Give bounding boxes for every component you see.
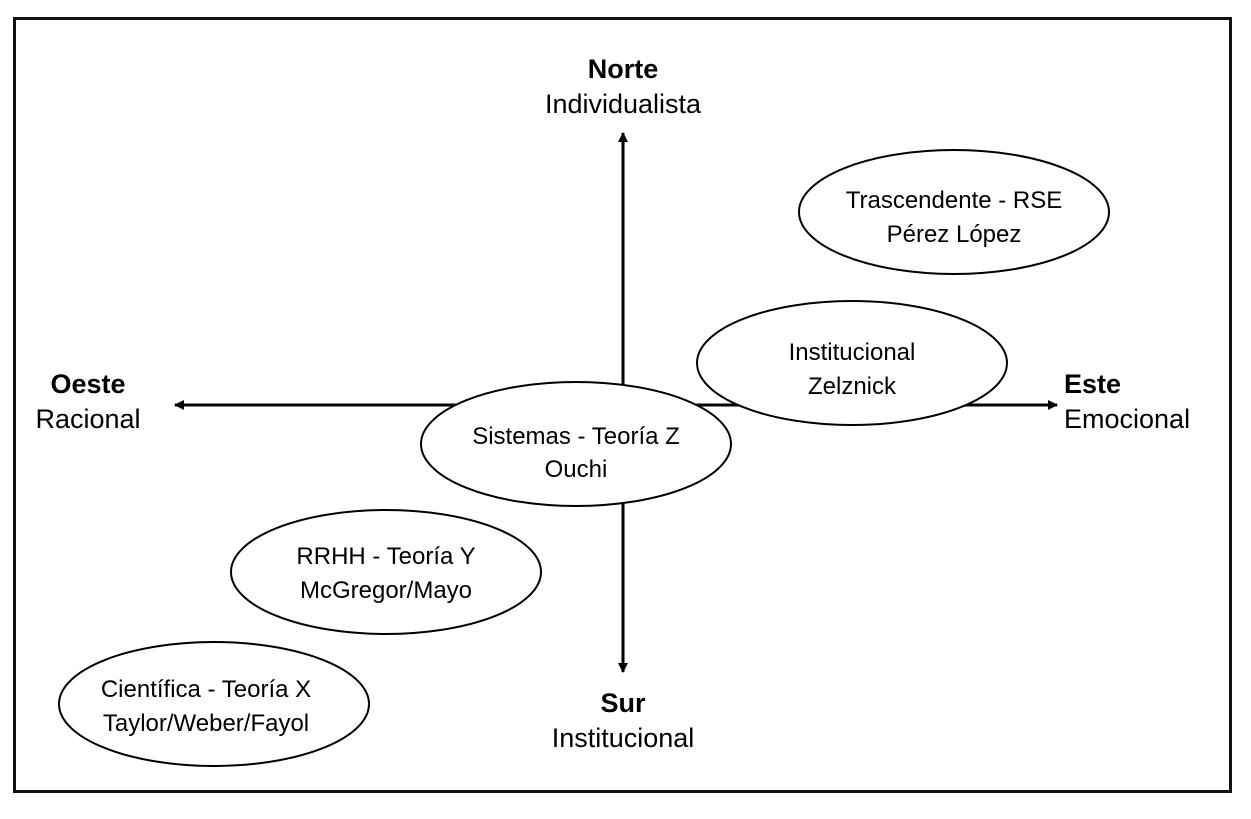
school-line1: Trascendente - RSE bbox=[846, 187, 1063, 214]
south-subtitle: Institucional bbox=[551, 723, 695, 754]
north-title: Norte bbox=[587, 54, 659, 84]
school-institucional: Institucional Zelznick bbox=[696, 300, 1008, 426]
school-line2: Ouchi bbox=[545, 456, 608, 483]
school-line1: RRHH - Teoría Y bbox=[296, 543, 475, 570]
school-sistemas: Sistemas - Teoría Z Ouchi bbox=[420, 381, 732, 507]
school-line1: Institucional bbox=[789, 339, 916, 366]
school-line2: Pérez López bbox=[887, 221, 1022, 248]
label-south: Sur Institucional bbox=[523, 686, 723, 756]
school-line1: Sistemas - Teoría Z bbox=[472, 423, 680, 450]
north-subtitle: Individualista bbox=[544, 89, 702, 120]
school-line2: Taylor/Weber/Fayol bbox=[103, 710, 309, 737]
label-east: Este Emocional bbox=[1064, 367, 1224, 437]
school-line2: Zelznick bbox=[808, 373, 897, 400]
school-trascendente: Trascendente - RSE Pérez López bbox=[798, 149, 1110, 275]
school-line1: Científica - Teoría X bbox=[101, 676, 311, 703]
label-north: Norte Individualista bbox=[523, 52, 723, 122]
south-title: Sur bbox=[600, 688, 646, 718]
school-rrhh: RRHH - Teoría Y McGregor/Mayo bbox=[230, 509, 542, 635]
label-west: Oeste Racional bbox=[18, 367, 158, 437]
west-subtitle: Racional bbox=[35, 404, 141, 435]
diagram-frame bbox=[13, 17, 1232, 793]
east-subtitle: Emocional bbox=[1064, 404, 1191, 435]
east-title: Este bbox=[1064, 369, 1122, 399]
west-title: Oeste bbox=[50, 369, 126, 399]
school-cientifica: Científica - Teoría X Taylor/Weber/Fayol bbox=[58, 641, 370, 767]
school-line2: McGregor/Mayo bbox=[300, 577, 472, 604]
